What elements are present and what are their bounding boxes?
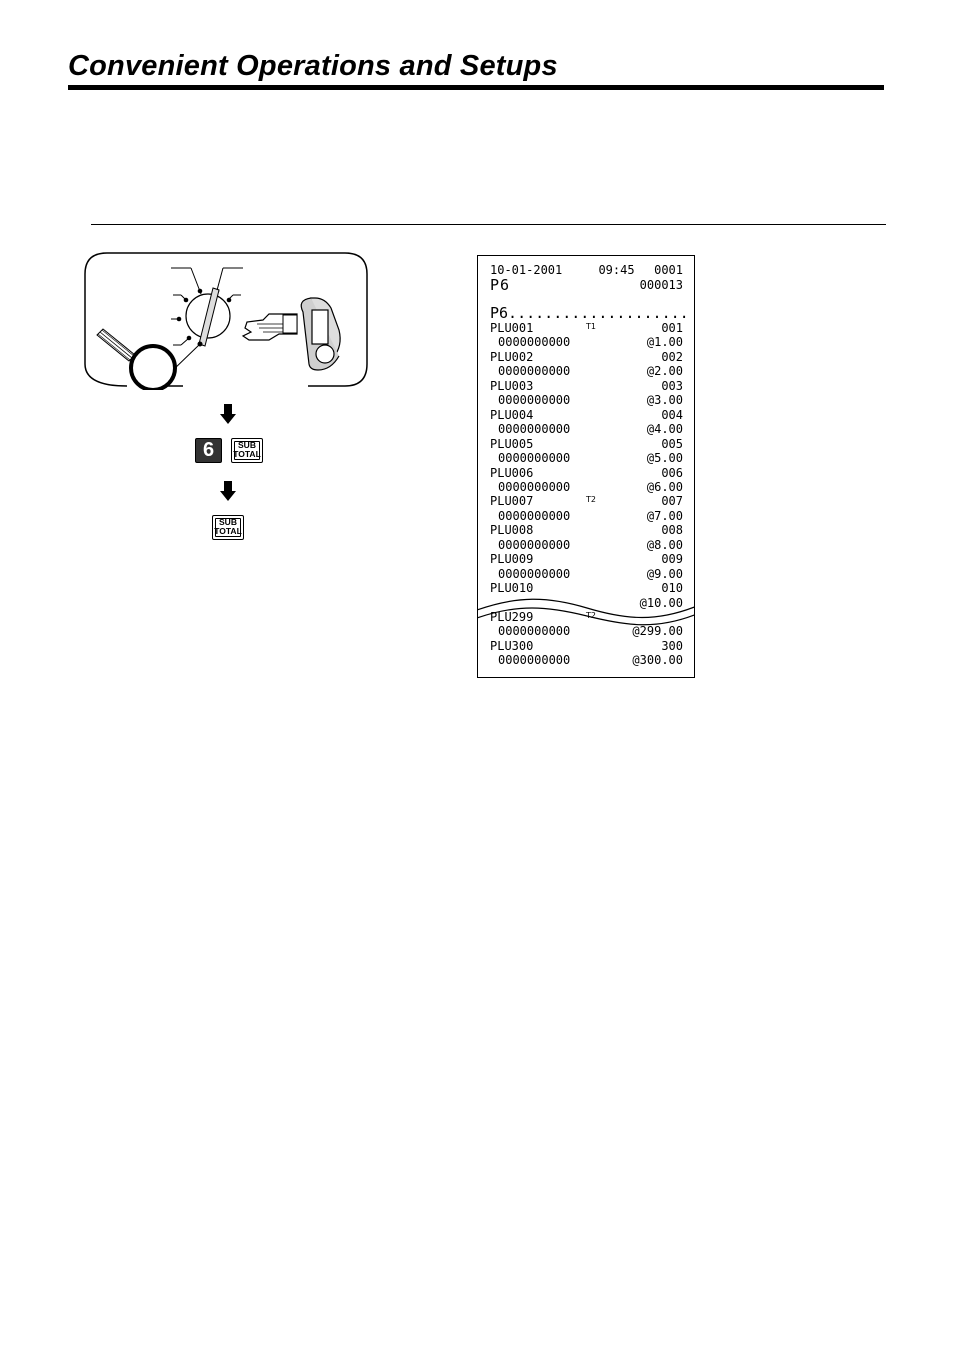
receipt-item-value-line: @10.00	[490, 596, 683, 610]
receipt-item-counter: 0000000000	[498, 422, 571, 437]
receipt-item-value-line: 0000000000 @3.00	[490, 393, 683, 407]
receipt-item-code: 005	[661, 436, 683, 451]
subtotal-key-label-top: SUB	[238, 440, 256, 450]
receipt-section-header: P6....................	[490, 304, 689, 322]
receipt-item-code: 007	[661, 494, 683, 509]
receipt-item-price: @9.00	[646, 566, 683, 581]
receipt-item-name-line: PLU008 008	[490, 523, 683, 537]
receipt-item-code: 008	[661, 523, 683, 538]
receipt-item-value-line: 0000000000 @300.00	[490, 653, 683, 667]
receipt-item-price: @5.00	[646, 451, 683, 466]
receipt-item-name: PLU299	[490, 610, 534, 624]
receipt-item-counter: 0000000000	[498, 451, 571, 466]
receipt-item-name-line: PLU009 009	[490, 552, 683, 566]
page-title: Convenient Operations and Setups	[68, 50, 558, 82]
receipt-item-counter: 0000000000	[498, 479, 571, 494]
subtotal-key-label-bottom: TOTAL	[214, 526, 242, 536]
receipt-item-name: PLU007	[490, 494, 534, 509]
receipt-item-code: 003	[661, 378, 683, 393]
receipt-item-value-line: 0000000000 @5.00	[490, 451, 683, 465]
receipt-time: 09:45	[598, 263, 635, 277]
receipt-item-name: PLU004	[490, 407, 534, 422]
down-arrow-icon	[220, 404, 236, 424]
receipt-item-name: PLU006	[490, 465, 534, 480]
receipt-item-name-line: PLU006 006	[490, 466, 683, 480]
receipt-item-name: PLU009	[490, 552, 534, 567]
receipt-item-code: 004	[661, 407, 683, 422]
mode-switch-illustration	[84, 252, 368, 390]
receipt-item-name-line: PLU002 002	[490, 350, 683, 364]
receipt-item-price: @299.00	[632, 624, 683, 639]
receipt-item-counter: 0000000000	[498, 393, 571, 408]
subtotal-key-label-bottom: TOTAL	[233, 449, 261, 459]
plu-read-receipt: 10-01-2001 09:45 0001 P6 000013 P6......…	[477, 255, 695, 678]
receipt-item-price: @7.00	[646, 508, 683, 523]
receipt-item-name: PLU002	[490, 349, 534, 364]
receipt-item-counter: 0000000000	[498, 364, 571, 379]
receipt-item-price: @2.00	[646, 364, 683, 379]
receipt-item-counter: 0000000000	[498, 537, 571, 552]
receipt-item-tax-status: T2	[586, 611, 596, 620]
receipt-item-price: @1.00	[646, 335, 683, 350]
receipt-report-code: P6	[490, 276, 511, 294]
receipt-item-code: 006	[661, 465, 683, 480]
receipt-report-line: P6 000013	[490, 276, 683, 294]
receipt-item-price: @10.00	[639, 595, 683, 610]
receipt-item-value-line: 0000000000 @6.00	[490, 480, 683, 494]
receipt-date: 10-01-2001	[490, 263, 563, 277]
title-underline	[68, 85, 884, 90]
receipt-consecutive-no: 000013	[639, 278, 683, 292]
receipt-item-name-line: PLU300 300	[490, 639, 683, 653]
receipt-tear-break	[478, 598, 694, 626]
receipt-item-name-line: PLU003 003	[490, 379, 683, 393]
receipt-item-counter: 0000000000	[498, 653, 571, 668]
receipt-item-price: @300.00	[632, 653, 683, 668]
receipt-item-name: PLU003	[490, 378, 534, 393]
subtotal-key[interactable]: SUB TOTAL	[231, 438, 263, 463]
receipt-item-name: PLU005	[490, 436, 534, 451]
receipt-item-price: @4.00	[646, 422, 683, 437]
receipt-item-value-line: 0000000000 @9.00	[490, 567, 683, 581]
magnifier-icon	[96, 328, 177, 390]
mode-key-icon	[241, 297, 341, 371]
receipt-item-name-line: PLU004 004	[490, 408, 683, 422]
receipt-item-code: 010	[661, 581, 683, 596]
receipt-item-code: 300	[661, 638, 683, 653]
receipt-item-value-line: 0000000000 @8.00	[490, 538, 683, 552]
receipt-item-counter: 0000000000	[498, 335, 571, 350]
receipt-item-name-line: PLU299 T2	[490, 610, 683, 624]
receipt-item-value-line: 0000000000 @1.00	[490, 335, 683, 349]
receipt-item-value-line: 0000000000 @4.00	[490, 422, 683, 436]
down-arrow-icon	[220, 481, 236, 501]
receipt-item-name-line: PLU007 T2 007	[490, 494, 683, 508]
receipt-item-price: @6.00	[646, 479, 683, 494]
receipt-item-counter: 0000000000	[498, 566, 571, 581]
receipt-item-code: 009	[661, 552, 683, 567]
numeric-key-6[interactable]: 6	[195, 438, 222, 463]
receipt-item-price: @8.00	[646, 537, 683, 552]
section-divider	[91, 224, 886, 225]
receipt-item-name-line: PLU010 010	[490, 581, 683, 595]
receipt-item-counter: 0000000000	[498, 624, 571, 639]
receipt-item-name: PLU010	[490, 581, 534, 596]
receipt-header-line: 10-01-2001 09:45 0001	[490, 263, 683, 277]
receipt-item-tax-status: T1	[586, 322, 596, 331]
receipt-item-name: PLU001	[490, 321, 534, 335]
receipt-item-counter: 0000000000	[498, 508, 571, 523]
receipt-item-value-line: 0000000000 @7.00	[490, 509, 683, 523]
receipt-item-code: 001	[661, 321, 683, 335]
receipt-item-price: @3.00	[646, 393, 683, 408]
receipt-item-name: PLU008	[490, 523, 534, 538]
subtotal-key[interactable]: SUB TOTAL	[212, 515, 244, 540]
receipt-item-value-line: 0000000000 @2.00	[490, 364, 683, 378]
subtotal-key-label-top: SUB	[219, 517, 237, 527]
receipt-item-name-line: PLU001 T1 001	[490, 321, 683, 335]
receipt-item-value-line: 0000000000 @299.00	[490, 624, 683, 638]
mode-switch-dial-icon	[170, 267, 243, 373]
receipt-item-code: 002	[661, 349, 683, 364]
receipt-machine-no: 0001	[654, 263, 683, 277]
receipt-item-name: PLU300	[490, 638, 534, 653]
receipt-item-name-line: PLU005 005	[490, 437, 683, 451]
receipt-item-tax-status: T2	[586, 495, 596, 505]
